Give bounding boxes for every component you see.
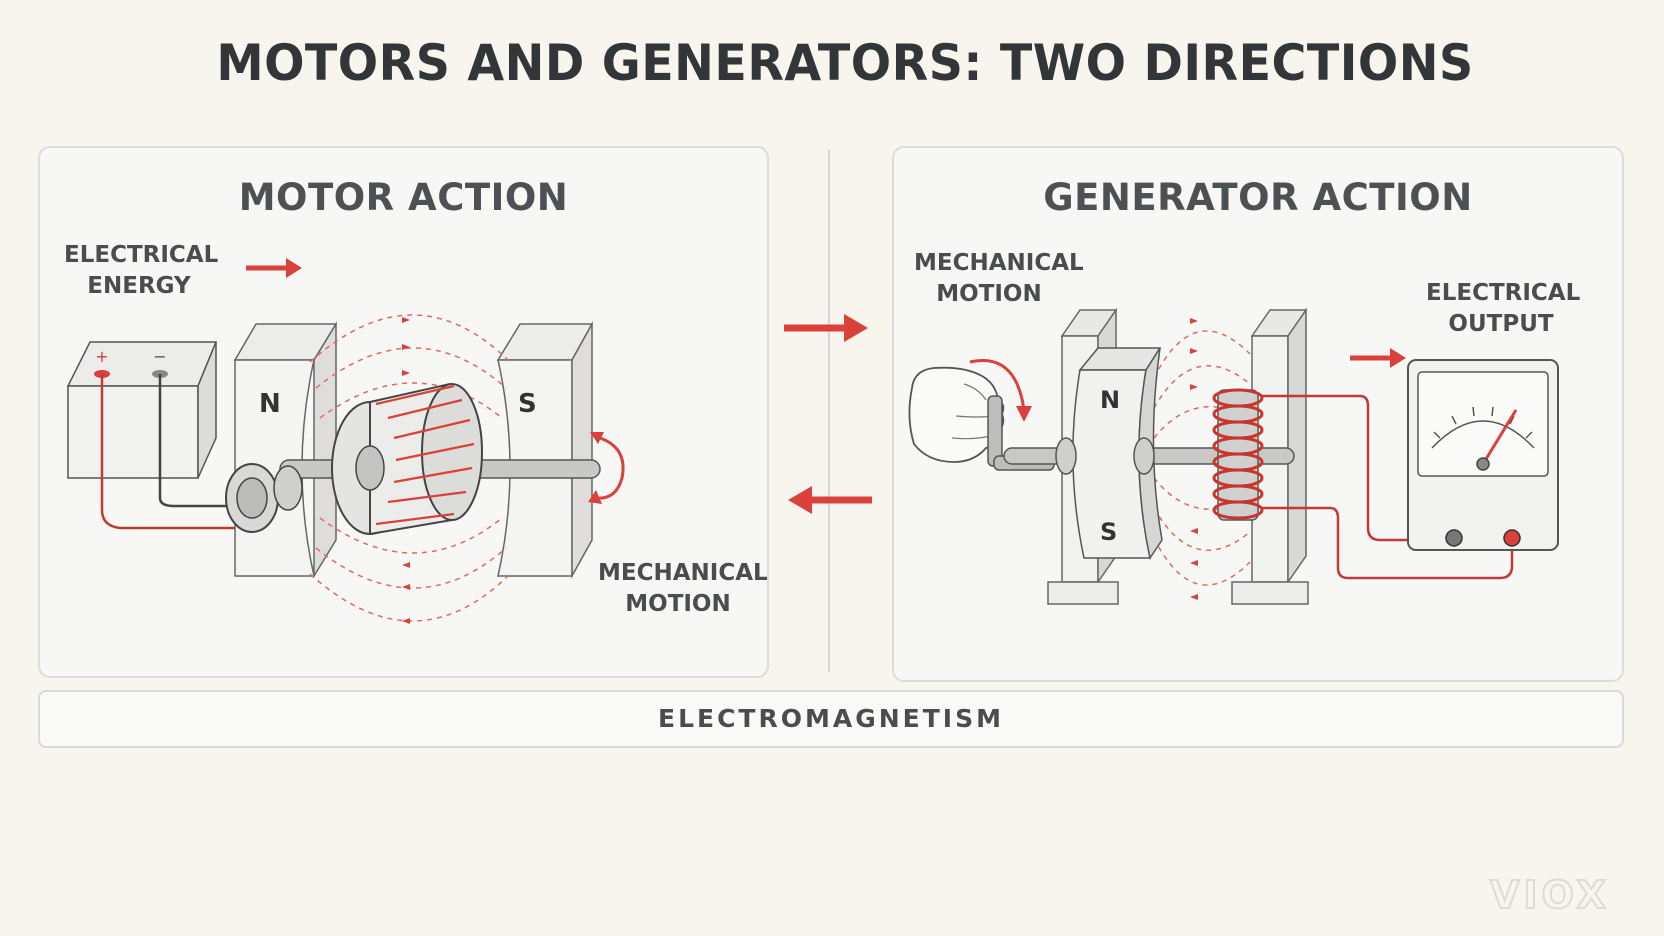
center-arrows [784, 314, 872, 514]
south-magnet [496, 321, 594, 579]
viox-watermark-logo: VIOX [1489, 872, 1610, 918]
coil-icon [1212, 388, 1264, 521]
svg-text:VIOX: VIOX [1490, 873, 1610, 917]
motor-north-pole-label: N [259, 389, 281, 419]
motor-south-pole-label: S [518, 389, 537, 419]
minus-terminal: − [153, 347, 166, 366]
center-divider [828, 150, 830, 672]
rotation-arrow-icon [588, 432, 625, 504]
output-arrow-icon [1350, 348, 1406, 368]
generator-diagram: N S [908, 307, 1559, 605]
generator-north-pole-label: N [1100, 386, 1120, 414]
motor-field-arrows [402, 317, 410, 624]
generator-panel-title: GENERATOR ACTION [1043, 176, 1473, 219]
voltmeter-icon [1407, 359, 1559, 551]
electromagnetism-bar: ELECTROMAGNETISM [38, 690, 1624, 748]
battery-icon [66, 341, 218, 479]
motor-panel-title: MOTOR ACTION [238, 176, 569, 219]
page-title: MOTORS AND GENERATORS: TWO DIRECTIONS [216, 34, 1474, 92]
rotating-magnet [1055, 347, 1163, 560]
commutator [225, 463, 303, 533]
generator-field-lines [1153, 330, 1251, 586]
input-arrow-icon [246, 258, 302, 278]
plus-terminal: + [95, 347, 108, 366]
generator-south-pole-label: S [1100, 518, 1117, 546]
arrow-right-icon [784, 314, 868, 342]
motor-diagram: + − N S [66, 258, 625, 624]
arrow-left-icon [788, 486, 872, 514]
electromagnetism-label: ELECTROMAGNETISM [658, 704, 1004, 733]
north-magnet [233, 321, 338, 579]
generator-field-arrows [1190, 318, 1198, 600]
motor-field-lines [309, 314, 511, 622]
armature-rotor [331, 382, 483, 536]
